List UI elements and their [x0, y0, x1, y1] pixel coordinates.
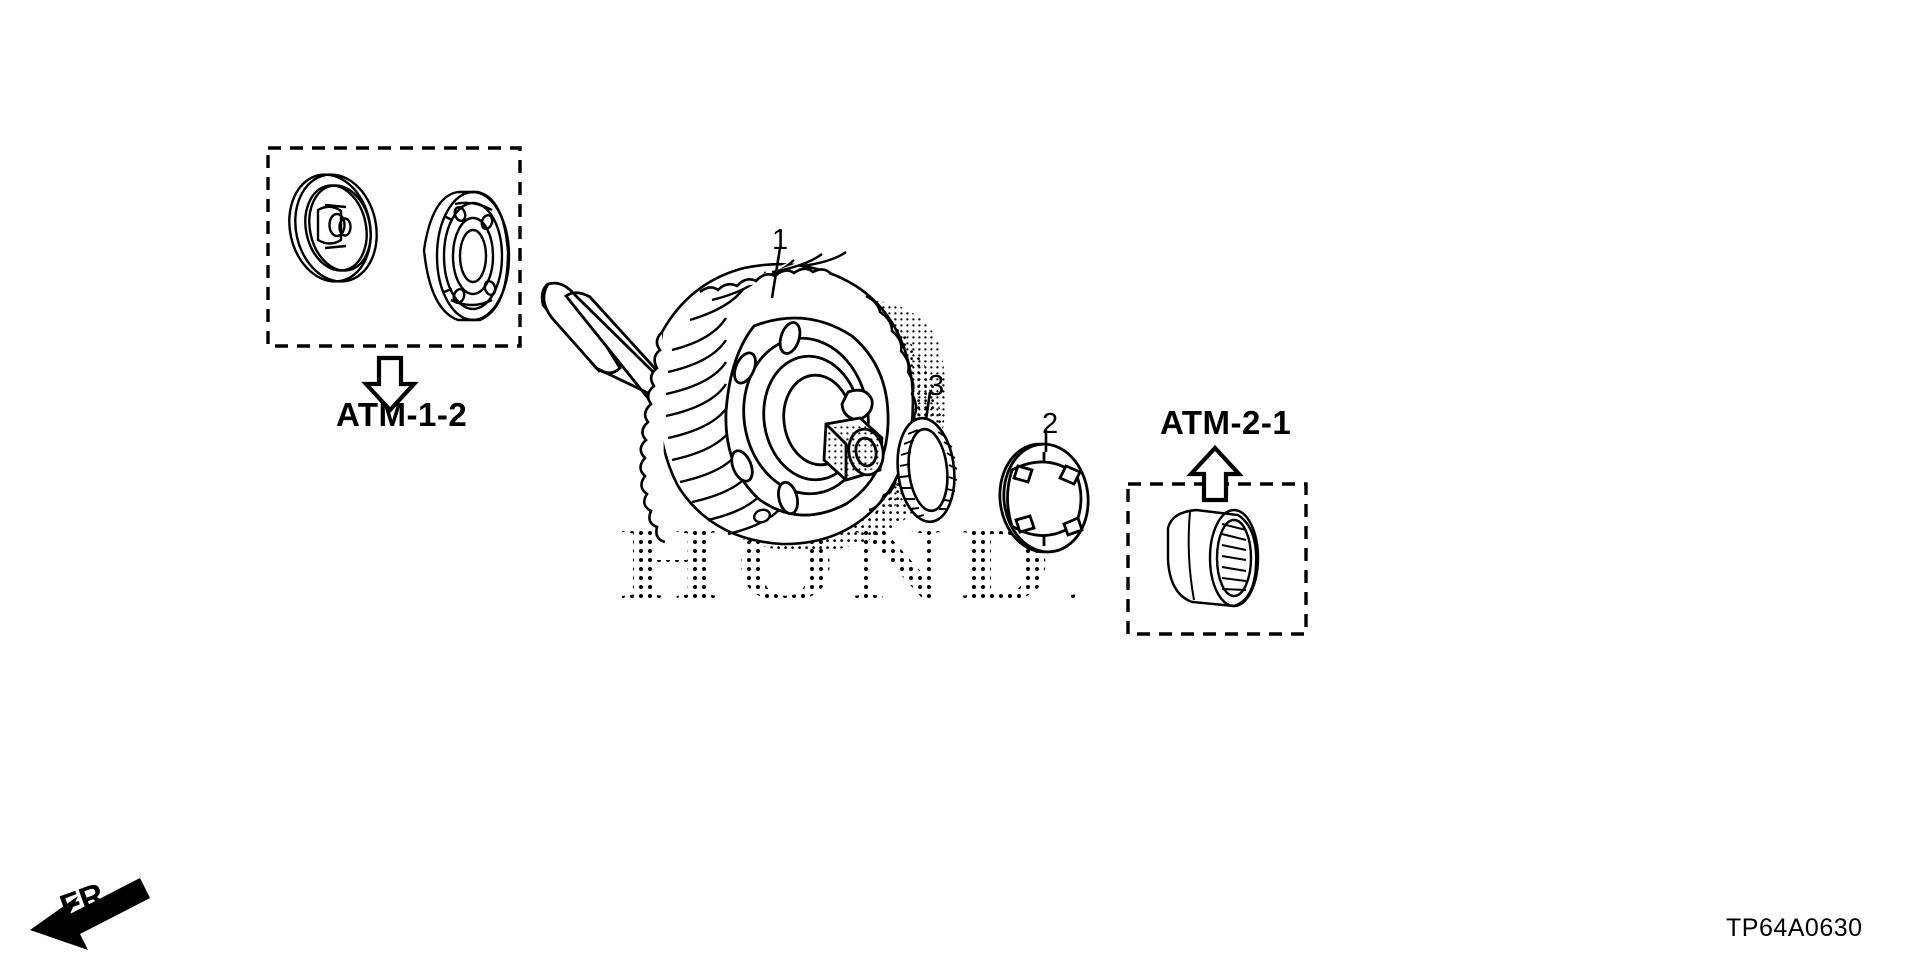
reference-box-atm-1-2 — [266, 146, 522, 348]
callout-1-number: 1 — [772, 224, 789, 256]
needle-roller-bearing — [1166, 508, 1260, 608]
pulser-ring — [896, 391, 958, 524]
fr-direction-arrow-icon — [30, 878, 150, 950]
part-number-label: TP64A0630 — [1726, 914, 1863, 942]
callout-2-number: 2 — [1042, 408, 1059, 440]
differential-carrier-hub — [724, 316, 890, 517]
callout-3-leader — [924, 391, 932, 421]
callout-1-leader — [770, 247, 782, 299]
atm-1-2-arrow-down-icon — [361, 355, 419, 414]
bearing-cover-plate — [288, 173, 378, 283]
thrust-washer — [998, 430, 1090, 554]
atm-2-1-arrow-up-icon — [1186, 444, 1244, 503]
callout-3-number: 3 — [928, 370, 945, 402]
atm-2-1-label: ATM-2-1 — [1160, 404, 1292, 441]
atm-1-2-label: ATM-1-2 — [336, 396, 468, 433]
ball-bearing — [422, 190, 511, 322]
